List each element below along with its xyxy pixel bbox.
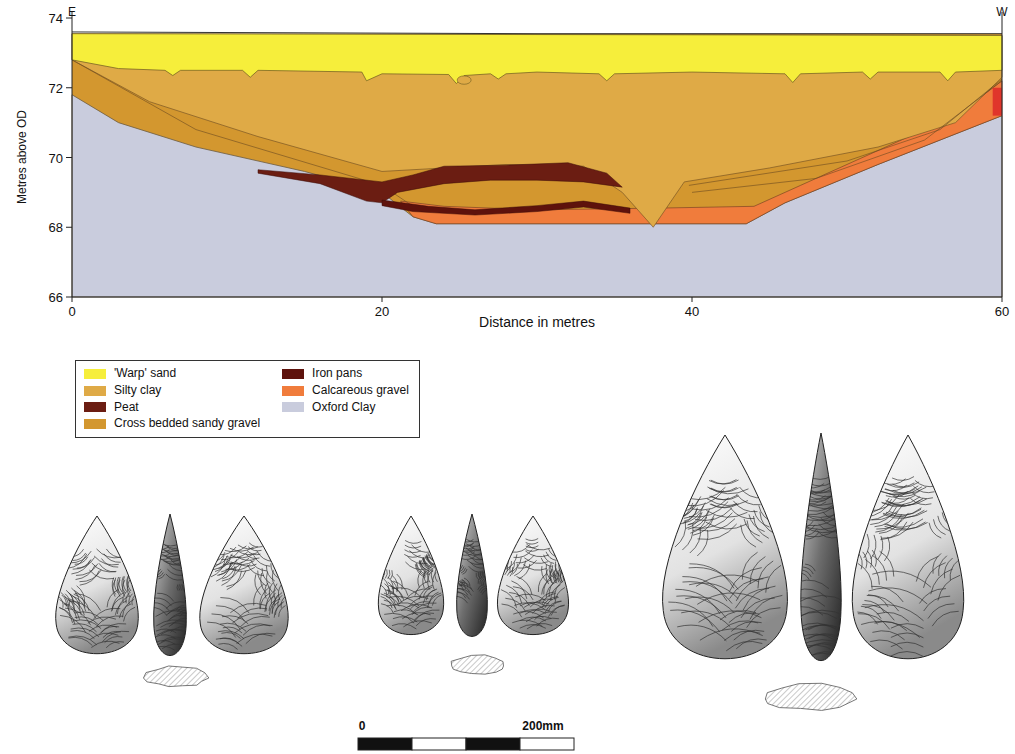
handaxe-view: [378, 516, 443, 635]
legend-swatch: [84, 419, 106, 429]
axis-tick-label: 66: [49, 291, 63, 304]
legend-text: Cross bedded sandy gravel: [114, 417, 260, 431]
scale-bar: [358, 738, 574, 750]
axis-title: Distance in metres: [479, 315, 595, 329]
handaxe-view: [200, 516, 288, 654]
legend-item: Silty clay: [84, 384, 260, 398]
legend-item: Cross bedded sandy gravel: [84, 417, 260, 431]
axis-tick-label: 0: [68, 305, 75, 318]
legend-item: 'Warp' sand: [84, 367, 260, 381]
legend-swatch: [282, 369, 304, 379]
axis-tick-label: 40: [685, 305, 699, 318]
cross-section: [72, 32, 1002, 297]
legend-swatch: [84, 386, 106, 396]
scale-label: 200mm: [522, 720, 563, 732]
axis-tick-label: 72: [49, 81, 63, 94]
handaxe-view: [497, 516, 568, 635]
legend-box: 'Warp' sandSilty clayPeatCross bedded sa…: [75, 360, 420, 438]
handaxe-view: [792, 433, 848, 661]
axis-tick-label: 20: [375, 305, 389, 318]
handaxe-view: [56, 516, 139, 654]
handaxe-view: [852, 435, 963, 659]
axis-tick-label: 68: [49, 221, 63, 234]
legend-item: Peat: [84, 401, 260, 415]
legend-text: Iron pans: [312, 367, 362, 381]
legend-swatch: [84, 369, 106, 379]
handaxe-view: [150, 514, 190, 656]
legend-text: Oxford Clay: [312, 401, 375, 415]
axis-tick-label: 74: [49, 12, 63, 25]
scale-label: 0: [359, 720, 366, 732]
legend-item: Calcareous gravel: [282, 384, 409, 398]
direction-label: W: [996, 6, 1007, 18]
handaxe-section: [765, 683, 856, 710]
legend-item: Oxford Clay: [282, 401, 409, 415]
handaxe-section: [143, 666, 208, 687]
legend-swatch: [282, 386, 304, 396]
handaxe-view: [454, 514, 488, 636]
axis-title: Metres above OD: [16, 110, 28, 204]
legend-text: Calcareous gravel: [312, 384, 409, 398]
axes: [66, 12, 1002, 302]
handaxe-drawings: [56, 433, 964, 710]
legend-swatch: [84, 402, 106, 412]
legend-text: Peat: [114, 401, 139, 415]
legend-swatch: [282, 402, 304, 412]
handaxe-section: [451, 655, 503, 674]
axis-tick-label: 70: [49, 151, 63, 164]
legend-text: 'Warp' sand: [114, 367, 176, 381]
axis-tick-label: 60: [995, 305, 1009, 318]
direction-label: E: [68, 6, 76, 18]
legend-item: Iron pans: [282, 367, 409, 381]
legend-text: Silty clay: [114, 384, 161, 398]
handaxe-view: [663, 435, 788, 659]
